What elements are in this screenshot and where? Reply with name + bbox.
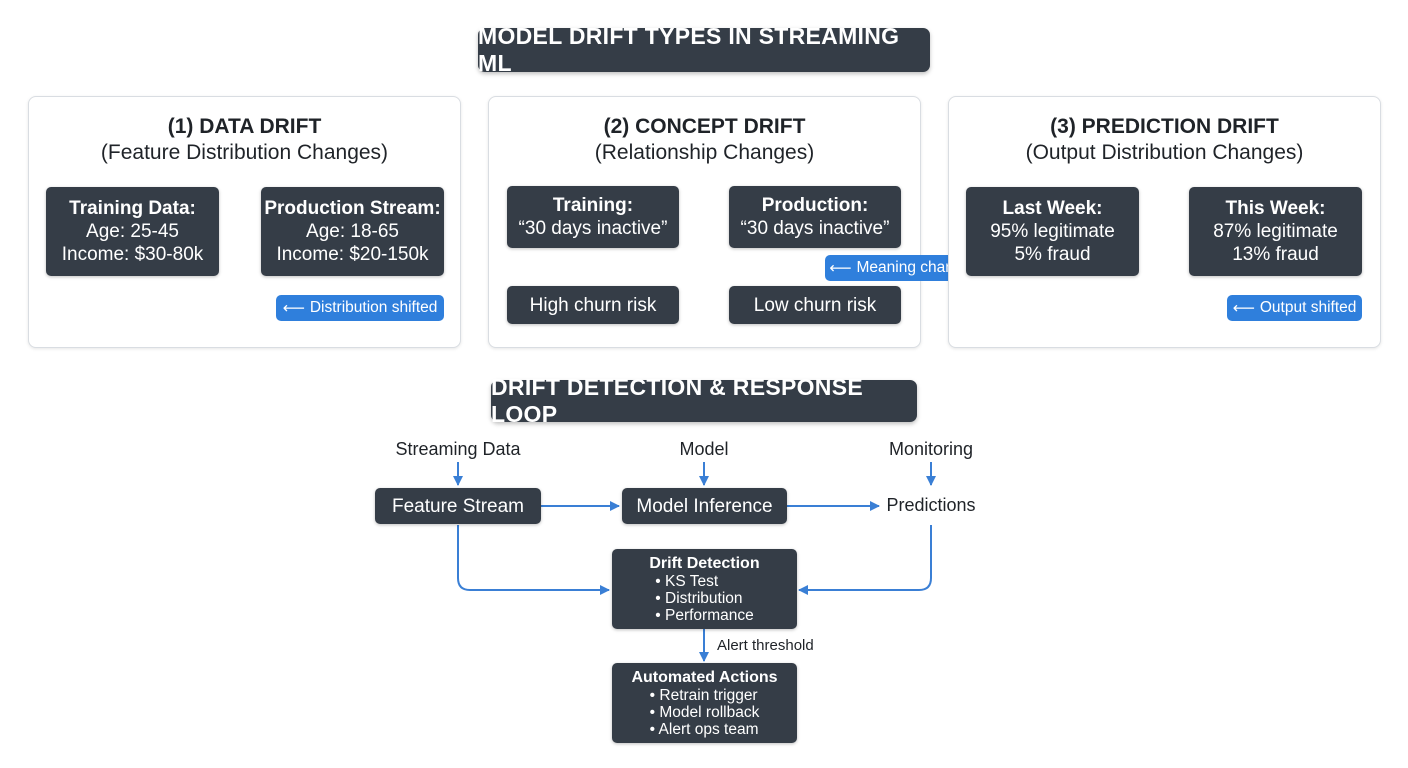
left-arrow-icon: ⟵ [282,299,305,317]
training-data-box: Training Data: Age: 25-45 Income: $30-80… [46,187,219,276]
box-line: 87% legitimate [1213,221,1338,242]
box-title: This Week: [1225,198,1326,219]
panel-title: (1) DATA DRIFT [167,115,322,138]
feature-stream-box: Feature Stream [375,488,541,524]
box-line: “30 days inactive” [740,218,890,239]
bullet-icon: • [649,721,659,738]
arrow-feature-to-detection [457,525,610,595]
left-arrow-icon: ⟵ [829,259,852,277]
panel-subtitle: (Relationship Changes) [594,141,815,164]
low-churn-box: Low churn risk [729,286,901,324]
bullet-icon: • [655,607,665,624]
box-line: Income: $30-80k [61,244,204,265]
box-title: Training Data: [69,198,196,219]
distribution-shifted-tag: ⟵ Distribution shifted [276,295,444,321]
model-label: Model [679,439,729,459]
box-line: 13% fraud [1232,244,1319,265]
main-title-banner: MODEL DRIFT TYPES IN STREAMING ML [478,23,930,76]
production-concept-box: Production: “30 days inactive” [729,186,901,248]
production-stream-box: Production Stream: Age: 18-65 Income: $2… [261,187,444,276]
output-shifted-tag: ⟵ Output shifted [1227,295,1362,321]
box-line: Age: 25-45 [86,221,179,242]
list-item: • Alert ops team [649,721,759,738]
box-line: 5% fraud [1014,244,1091,265]
box-title: Drift Detection [649,555,760,572]
box-line: 95% legitimate [990,221,1115,242]
monitoring-label: Monitoring [888,439,974,459]
actions-list: • Retrain trigger • Model rollback • Ale… [650,687,760,738]
bullet-icon: • [655,573,665,590]
list-item: • Performance [655,607,754,624]
arrow-predictions-to-detection [798,525,932,595]
loop-title: DRIFT DETECTION & RESPONSE LOOP [491,374,863,427]
tag-label: Output shifted [1259,299,1357,316]
list-item: • Retrain trigger [649,687,758,704]
box-title: Last Week: [1002,198,1103,219]
box-line: Age: 18-65 [306,221,399,242]
panel-title: (2) CONCEPT DRIFT [603,115,806,138]
result-label: High churn risk [529,294,657,316]
this-week-box: This Week: 87% legitimate 13% fraud [1189,187,1362,276]
panel-subtitle: (Feature Distribution Changes) [100,141,389,164]
automated-actions-box: Automated Actions • Retrain trigger • Mo… [612,663,797,743]
result-label: Low churn risk [753,294,877,316]
loop-title-banner: DRIFT DETECTION & RESPONSE LOOP [491,374,917,427]
high-churn-box: High churn risk [507,286,679,324]
model-inference-box: Model Inference [622,488,787,524]
node-label: Feature Stream [392,495,524,517]
list-item: • KS Test [655,573,719,590]
box-title: Production: [761,195,869,216]
box-title: Production Stream: [264,198,441,219]
detection-list: • KS Test • Distribution • Performance [655,573,753,624]
box-title: Automated Actions [631,669,778,686]
box-line: “30 days inactive” [518,218,668,239]
panel-data-drift-heading: (1) DATA DRIFT (Feature Distribution Cha… [28,114,461,166]
panel-subtitle: (Output Distribution Changes) [1025,141,1304,164]
streaming-data-label: Streaming Data [395,439,521,459]
list-item: • Model rollback [649,704,760,721]
training-concept-box: Training: “30 days inactive” [507,186,679,248]
drift-detection-box: Drift Detection • KS Test • Distribution… [612,549,797,629]
bullet-icon: • [649,704,660,721]
alert-threshold-label: Alert threshold [717,637,814,654]
node-label: Model Inference [636,495,773,517]
panel-concept-drift-heading: (2) CONCEPT DRIFT (Relationship Changes) [488,114,921,166]
panel-prediction-drift-heading: (3) PREDICTION DRIFT (Output Distributio… [948,114,1381,166]
predictions-label: Predictions [886,495,976,515]
tag-label: Distribution shifted [309,299,438,316]
left-arrow-icon: ⟵ [1232,299,1255,317]
list-item: • Distribution [655,590,743,607]
box-line: Income: $20-150k [276,244,429,265]
panel-title: (3) PREDICTION DRIFT [1050,115,1279,138]
box-title: Training: [552,195,634,216]
main-title: MODEL DRIFT TYPES IN STREAMING ML [478,23,900,76]
bullet-icon: • [655,590,665,607]
last-week-box: Last Week: 95% legitimate 5% fraud [966,187,1139,276]
bullet-icon: • [649,687,660,704]
